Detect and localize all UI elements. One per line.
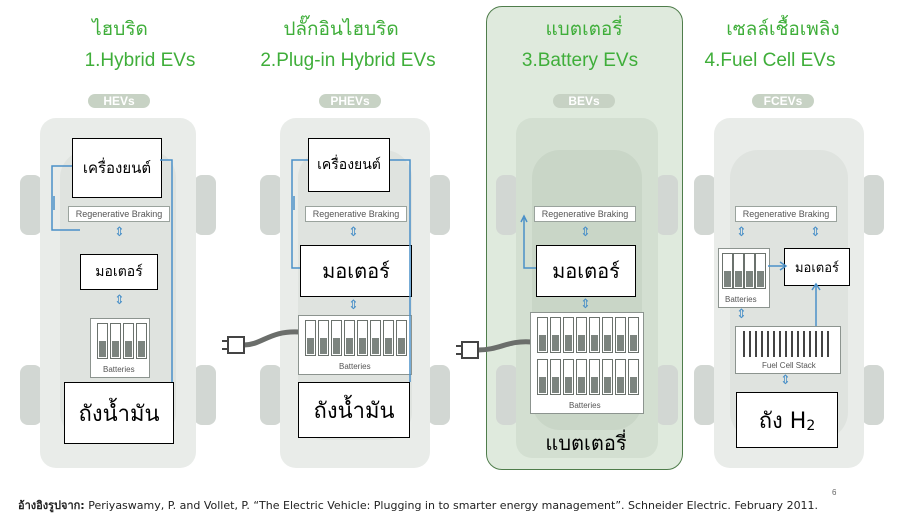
bev-battery-label: แบตเตอรี่ bbox=[545, 431, 627, 455]
fuelcell-thai-title: เซลล์เชื้อเพลิง bbox=[726, 18, 840, 40]
reference-citation: อ้างอิงรูปจาก: Periyaswamy, P. and Volle… bbox=[18, 496, 818, 514]
bev-batteries-pack: Batteries bbox=[530, 312, 644, 414]
phev-up-down-arrow-2: ⇕ bbox=[348, 298, 359, 313]
phev-engine-box: เครื่องยนต์ bbox=[308, 138, 390, 192]
reference-prefix: อ้างอิงรูปจาก: bbox=[18, 499, 85, 512]
hevs-badge: HEVs bbox=[88, 94, 150, 108]
bevs-badge: BEVs bbox=[553, 94, 615, 108]
phev-batteries-label: Batteries bbox=[339, 362, 371, 371]
bev-up-down-arrow-1: ⇕ bbox=[580, 225, 591, 240]
hybrid-thai-title: ไฮบริด bbox=[92, 18, 148, 40]
bev-batteries-label: Batteries bbox=[569, 401, 601, 410]
hev-up-down-arrow-1: ⇕ bbox=[114, 225, 125, 240]
hev-batteries-label: Batteries bbox=[103, 365, 135, 374]
hev-motor-box: มอเตอร์ bbox=[80, 254, 158, 290]
bev-regen-box: Regenerative Braking bbox=[534, 206, 636, 222]
hev-engine-box: เครื่องยนต์ bbox=[72, 138, 162, 198]
fcev-arrow-battery-regen: ⇕ bbox=[736, 225, 747, 240]
hev-fuel-tank-box: ถังน้ำมัน bbox=[64, 382, 174, 444]
fcev-regen-box: Regenerative Braking bbox=[735, 206, 837, 222]
fcev-batteries-pack: Batteries bbox=[718, 248, 770, 308]
bev-up-down-arrow-2: ⇕ bbox=[580, 297, 591, 312]
fcev-arrow-stack-tank: ⇕ bbox=[780, 373, 791, 388]
hev-regen-box: Regenerative Braking bbox=[68, 206, 170, 222]
fcev-h2-tank-label: ถัง H bbox=[758, 408, 807, 434]
page-number: 6 bbox=[832, 488, 837, 497]
phev-regen-box: Regenerative Braking bbox=[305, 206, 407, 222]
phev-motor-box: มอเตอร์ bbox=[300, 245, 412, 297]
fcev-fuel-cell-label: Fuel Cell Stack bbox=[762, 361, 816, 370]
fcevs-badge: FCEVs bbox=[752, 94, 814, 108]
phev-up-down-arrow-1: ⇕ bbox=[348, 225, 359, 240]
fuelcell-eng-title: 4.Fuel Cell EVs bbox=[704, 50, 836, 71]
fcev-h2-subscript: 2 bbox=[806, 418, 816, 434]
phev-batteries-pack: Batteries bbox=[298, 315, 412, 375]
battery-eng-title: 3.Battery EVs bbox=[521, 50, 639, 71]
hev-batteries-pack: Batteries bbox=[90, 318, 150, 378]
fcev-arrow-motor-regen: ⇕ bbox=[810, 225, 821, 240]
reference-text: Periyaswamy, P. and Vollet, P. “The Elec… bbox=[84, 499, 819, 512]
fcev-motor-box: มอเตอร์ bbox=[784, 248, 850, 286]
battery-thai-title: แบตเตอรี่ bbox=[545, 18, 623, 40]
plugin-hybrid-thai-title: ปลั๊กอินไฮบริด bbox=[283, 18, 399, 40]
fcev-arrow-battery-stack: ⇕ bbox=[736, 307, 747, 322]
phev-fuel-tank-box: ถังน้ำมัน bbox=[298, 382, 410, 438]
phevs-badge: PHEVs bbox=[319, 94, 381, 108]
fcev-batteries-label: Batteries bbox=[725, 295, 757, 304]
hev-up-down-arrow-2: ⇕ bbox=[114, 293, 125, 308]
hybrid-eng-title: 1.Hybrid EVs bbox=[84, 50, 196, 71]
plugin-hybrid-eng-title: 2.Plug-in Hybrid EVs bbox=[260, 50, 436, 71]
fcev-fuel-cell-stack: Fuel Cell Stack bbox=[735, 326, 841, 374]
bev-motor-box: มอเตอร์ bbox=[536, 245, 636, 297]
